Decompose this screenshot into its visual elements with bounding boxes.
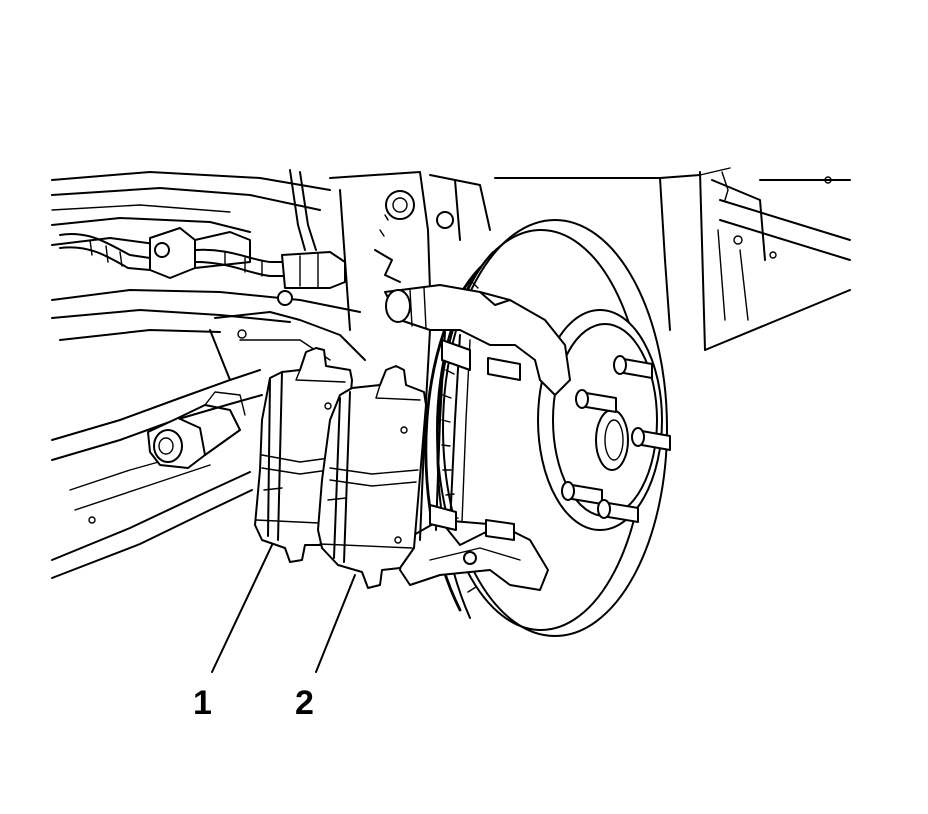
callout-2: 2 xyxy=(295,684,314,722)
callout-1: 1 xyxy=(193,684,212,722)
callout-leaders xyxy=(211,544,356,673)
brake-pad-inner xyxy=(317,365,427,589)
frame-structure xyxy=(51,167,851,579)
leader-line-1 xyxy=(211,544,273,673)
wheel-studs xyxy=(561,355,671,523)
leader-line-2 xyxy=(315,574,356,673)
